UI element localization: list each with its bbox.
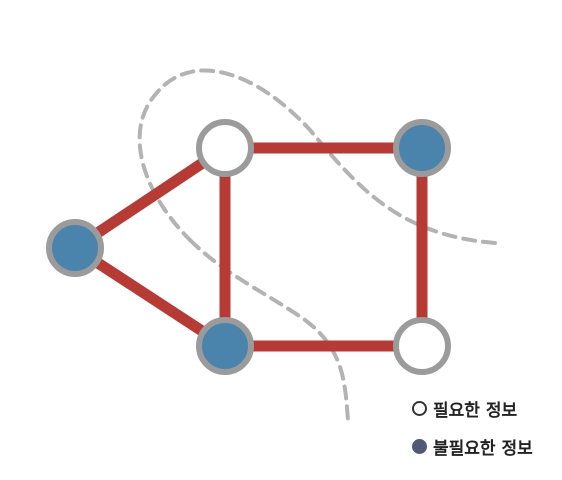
graph-node-e-needed xyxy=(393,317,451,375)
graph-node-d-unneeded xyxy=(196,317,254,375)
boundary-curve-top xyxy=(137,68,497,245)
legend-label-unneeded: 불필요한 정보 xyxy=(433,439,533,459)
graph-node-c-unneeded xyxy=(393,119,451,177)
legend-item-needed: 필요한 정보 xyxy=(412,396,517,421)
graph-edge-a-d xyxy=(71,243,229,351)
legend-item-unneeded: 불필요한 정보 xyxy=(412,434,533,459)
empty-circle-icon xyxy=(412,401,427,416)
graph-edge-a-b xyxy=(71,143,229,253)
graph-node-a-unneeded xyxy=(46,219,104,277)
legend-label-needed: 필요한 정보 xyxy=(433,401,518,421)
filled-circle-icon xyxy=(412,439,427,454)
graph-node-b-needed xyxy=(196,119,254,177)
graph-nodes xyxy=(46,119,451,375)
graph-edges xyxy=(71,142,428,352)
